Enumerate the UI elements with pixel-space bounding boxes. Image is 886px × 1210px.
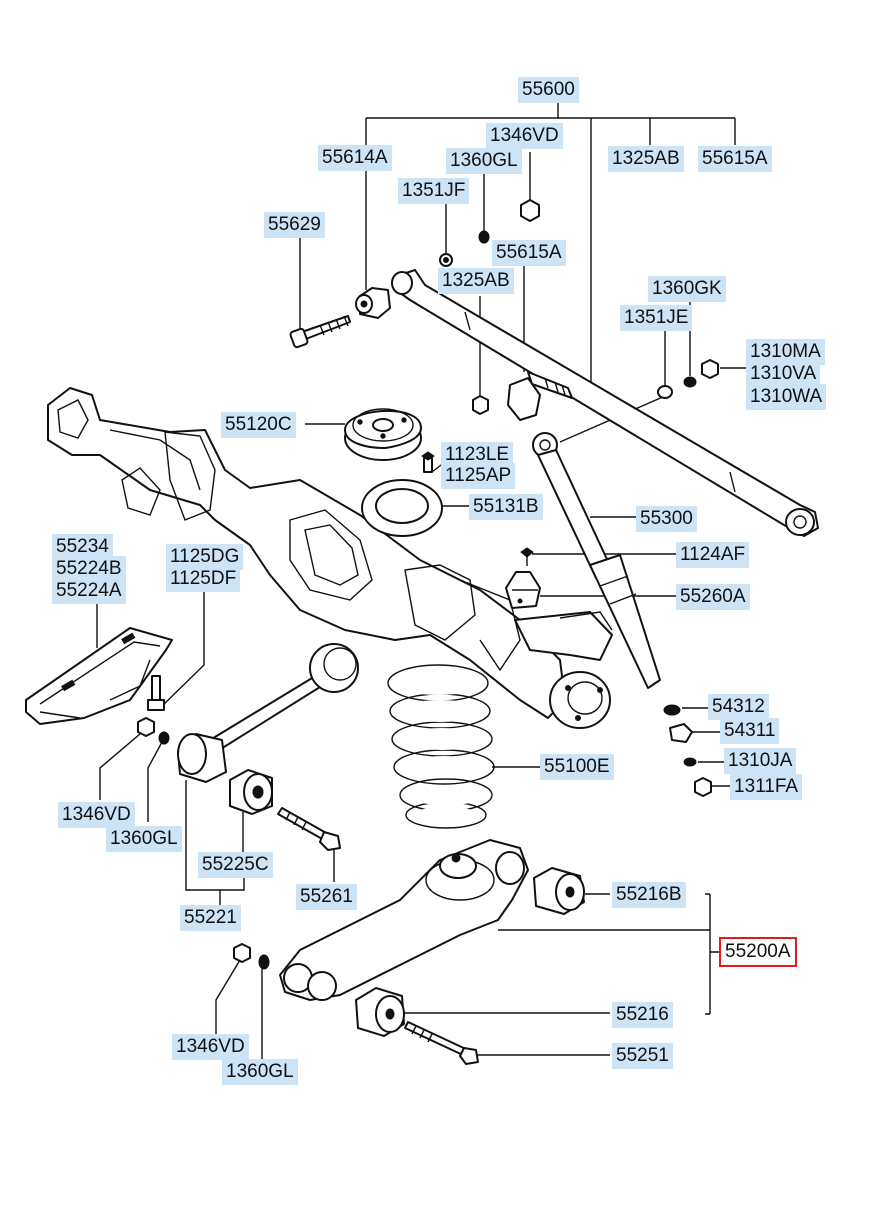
label-55131b[interactable]: 55131B [469, 494, 543, 520]
label-1360gl-bottom[interactable]: 1360GL [222, 1059, 298, 1085]
bushing-54311-drawing [669, 723, 693, 743]
nut-1346vd-bottom-drawing [233, 943, 251, 963]
bushing-55614a-drawing [355, 287, 391, 319]
label-55216[interactable]: 55216 [612, 1002, 673, 1028]
coil-spring-55100e-drawing [387, 664, 495, 829]
washer-1351jf-drawing [439, 253, 453, 267]
washer-1351je-drawing [657, 385, 673, 399]
label-1124af[interactable]: 1124AF [676, 542, 750, 568]
bolt-55261-drawing [277, 807, 341, 851]
label-55216b[interactable]: 55216B [612, 882, 686, 908]
label-1325ab-top[interactable]: 1325AB [608, 146, 684, 172]
label-1351je[interactable]: 1351JE [620, 305, 693, 331]
label-55615a-mid[interactable]: 55615A [492, 240, 566, 266]
bushing-55216b-drawing [533, 867, 585, 915]
label-54311[interactable]: 54311 [720, 718, 780, 744]
lateral-rod-drawing [391, 269, 819, 537]
label-1346vd-top[interactable]: 1346VD [486, 123, 563, 149]
label-1310ma[interactable]: 1310MA [746, 339, 825, 365]
bump-stopper-55260a-drawing [505, 571, 541, 609]
washer-1360gl-bottom-drawing [258, 954, 270, 970]
washer-1360gk-drawing [683, 376, 697, 388]
label-1311fa[interactable]: 1311FA [730, 774, 803, 800]
label-55300[interactable]: 55300 [636, 506, 697, 532]
label-55224a[interactable]: 55224A [52, 578, 126, 604]
bolt-55251-drawing [404, 1021, 479, 1065]
washer-1310ja-drawing [683, 757, 697, 767]
bolt-1124af-drawing [520, 547, 534, 566]
label-54312[interactable]: 54312 [708, 694, 769, 720]
nut-1310ma-drawing [701, 359, 719, 379]
label-1310wa[interactable]: 1310WA [746, 384, 827, 410]
label-1346vd-bottom[interactable]: 1346VD [172, 1034, 249, 1060]
label-1346vd-left[interactable]: 1346VD [58, 802, 135, 828]
label-1360gk[interactable]: 1360GK [648, 276, 726, 302]
insulator-55131b-drawing [361, 479, 443, 537]
label-1360gl-top[interactable]: 1360GL [446, 148, 522, 174]
bushing-55615a-drawing [507, 371, 573, 421]
label-1125df[interactable]: 1125DF [166, 566, 241, 592]
label-55224b[interactable]: 55224B [52, 556, 126, 582]
label-55120c[interactable]: 55120C [221, 412, 296, 438]
bolt-1125dg-drawing [147, 675, 165, 711]
label-55225c[interactable]: 55225C [198, 852, 273, 878]
label-1360gl-left[interactable]: 1360GL [106, 826, 182, 852]
label-55614a[interactable]: 55614A [318, 145, 392, 171]
washer-1360gl-top-drawing [478, 230, 490, 244]
nut-1346vd-left-drawing [137, 717, 155, 737]
label-55234[interactable]: 55234 [52, 534, 113, 560]
label-55200a-selected[interactable]: 55200A [719, 937, 797, 967]
lateral-rod-55221-drawing [177, 643, 359, 783]
label-1325ab-mid[interactable]: 1325AB [438, 268, 514, 294]
washer-1360gl-left-drawing [158, 731, 170, 745]
spring-seat-55120c-drawing [344, 408, 422, 461]
nut-1325ab-mid-drawing [472, 395, 489, 415]
label-1310ja[interactable]: 1310JA [724, 748, 797, 774]
washer-54312-drawing [663, 704, 681, 716]
label-55261[interactable]: 55261 [296, 884, 357, 910]
lower-arm-55200a-drawing [279, 839, 529, 1001]
axle-housing-drawing [47, 387, 613, 729]
label-55251[interactable]: 55251 [612, 1043, 673, 1069]
bracket-55234-drawing [25, 627, 173, 725]
label-1310va[interactable]: 1310VA [746, 361, 821, 387]
label-55615a-top[interactable]: 55615A [698, 146, 772, 172]
label-1125dg[interactable]: 1125DG [166, 544, 244, 570]
label-55260a[interactable]: 55260A [676, 584, 750, 610]
bolt-1123le-drawing [421, 451, 435, 473]
nut-1311fa-drawing [694, 777, 712, 797]
label-1125ap[interactable]: 1125AP [441, 463, 516, 489]
bushing-55225c-drawing [229, 769, 273, 815]
shock-absorber-55300-drawing [532, 432, 661, 689]
bolt-55629-drawing [289, 315, 351, 349]
label-55629[interactable]: 55629 [264, 212, 325, 238]
nut-1346vd-top-drawing [520, 199, 540, 222]
label-1351jf[interactable]: 1351JF [398, 178, 470, 204]
label-55100e[interactable]: 55100E [540, 754, 614, 780]
label-55221[interactable]: 55221 [180, 905, 241, 931]
label-55600[interactable]: 55600 [518, 77, 579, 103]
bushing-55216-drawing [355, 987, 405, 1037]
